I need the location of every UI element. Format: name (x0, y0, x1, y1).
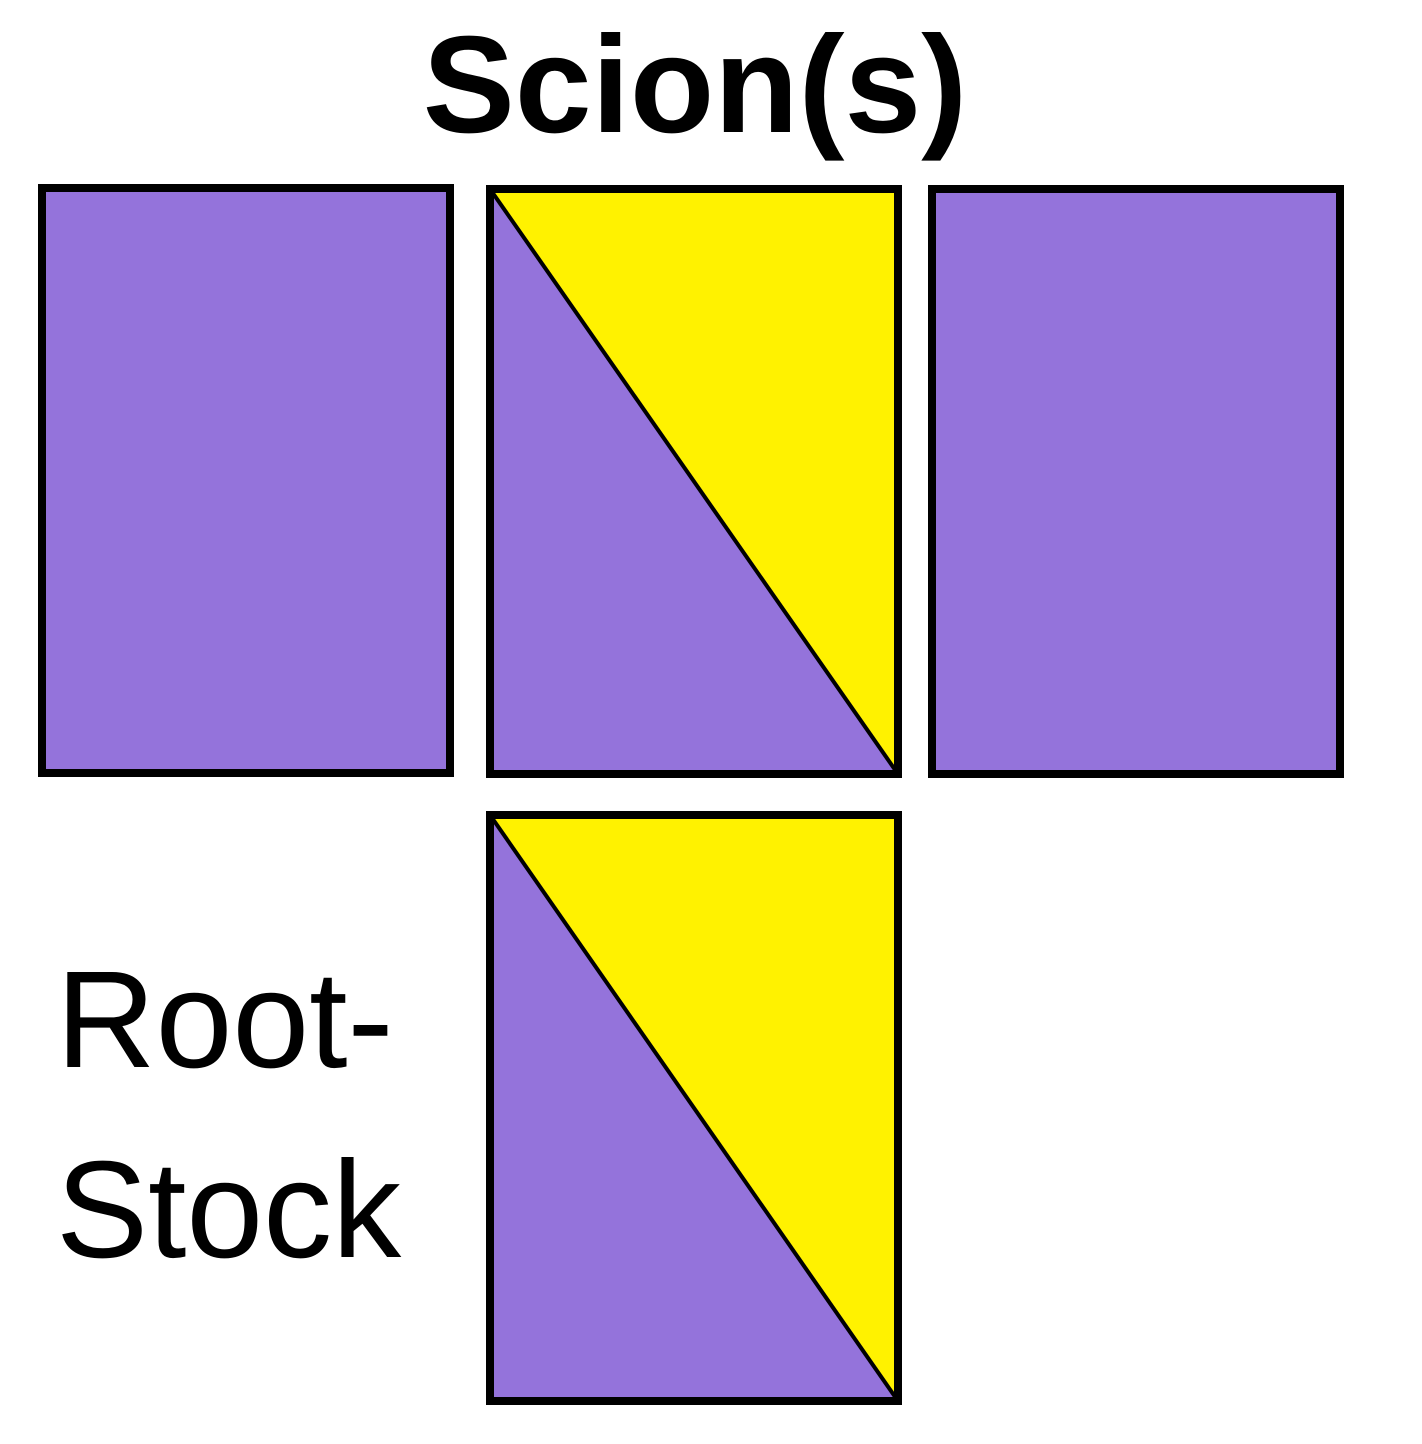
rootstock-label-line2: Stock (56, 1133, 402, 1287)
rootstock-label-line1: Root- (56, 943, 394, 1097)
scion-block-left (38, 184, 454, 777)
rootstock-label: Root- Stock (56, 925, 401, 1305)
rootstock-block-diagonal (488, 813, 900, 1403)
scion-block-left-fill (38, 184, 454, 777)
scions-title: Scion(s) (422, 8, 968, 162)
rootstock-block (486, 811, 902, 1405)
scion-block-middle-diagonal (488, 187, 900, 776)
rootstock-block-outline (486, 811, 902, 1405)
scion-block-right-fill (928, 185, 1344, 778)
scion-block-middle (486, 185, 902, 778)
scion-block-right (928, 185, 1344, 778)
scion-block-middle-outline (486, 185, 902, 778)
